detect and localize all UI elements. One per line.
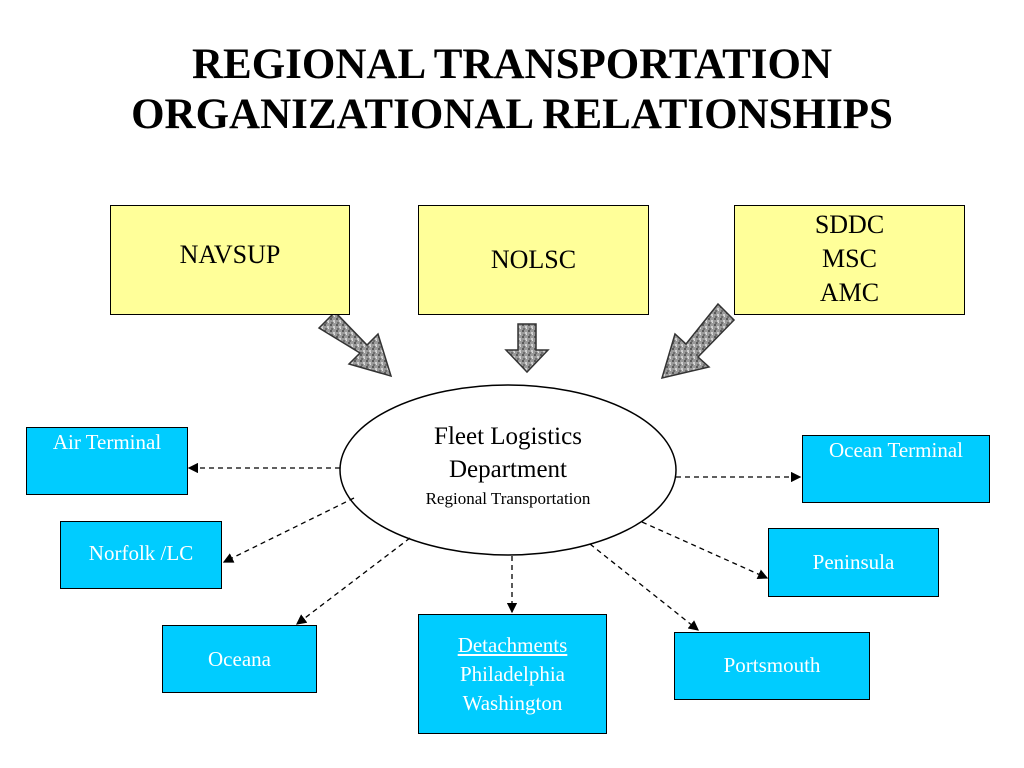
fleet-logistics-ellipse: [339, 384, 677, 556]
fleet-logistics-line3: Regional Transportation: [425, 489, 591, 508]
connector-norfolk: [222, 497, 355, 563]
detachments-box: Detachments Philadelphia Washington: [418, 614, 607, 734]
nolsc-box: NOLSC: [418, 205, 649, 315]
peninsula-box: Peninsula: [768, 528, 939, 597]
navsup-block-arrow: [317, 310, 393, 378]
msc-label: MSC: [822, 244, 877, 273]
navsup-label: NAVSUP: [179, 240, 281, 269]
ocean-terminal-label: Ocean Terminal: [829, 438, 963, 462]
portsmouth-box: Portsmouth: [674, 632, 870, 700]
fleet-logistics-line1: Fleet Logistics: [434, 423, 582, 450]
sddc-box: SDDC MSC AMC: [734, 205, 965, 315]
title-line-2: ORGANIZATIONAL RELATIONSHIPS: [131, 91, 893, 138]
peninsula-label: Peninsula: [812, 550, 895, 574]
air-terminal-box: Air Terminal: [26, 427, 188, 495]
fleet-logistics-line2: Department: [448, 456, 567, 483]
air-terminal-label: Air Terminal: [52, 430, 162, 454]
detachments-philadelphia: Philadelphia: [460, 662, 565, 686]
sddc-block-arrow: [660, 302, 736, 380]
sddc-label: SDDC: [814, 210, 885, 239]
connector-peninsula: [641, 521, 769, 580]
nolsc-label: NOLSC: [490, 245, 577, 274]
nolsc-block-arrow: [504, 323, 550, 374]
title-line-1: REGIONAL TRANSPORTATION: [191, 41, 833, 88]
amc-label: AMC: [819, 278, 880, 307]
oceana-box: Oceana: [162, 625, 317, 693]
portsmouth-label: Portsmouth: [723, 652, 821, 677]
detachments-heading: Detachments: [457, 633, 568, 657]
norfolk-label: Norfolk /LC: [88, 540, 194, 565]
connector-oceana: [295, 537, 411, 625]
norfolk-box: Norfolk /LC: [60, 521, 222, 589]
ocean-terminal-box: Ocean Terminal: [802, 435, 990, 503]
detachments-washington: Washington: [462, 691, 563, 715]
page-title: REGIONAL TRANSPORTATION ORGANIZATIONAL R…: [0, 40, 1024, 140]
fleet-logistics-text: Fleet Logistics Department Regional Tran…: [342, 420, 674, 512]
navsup-box: NAVSUP: [110, 205, 350, 315]
oceana-label: Oceana: [208, 646, 271, 671]
